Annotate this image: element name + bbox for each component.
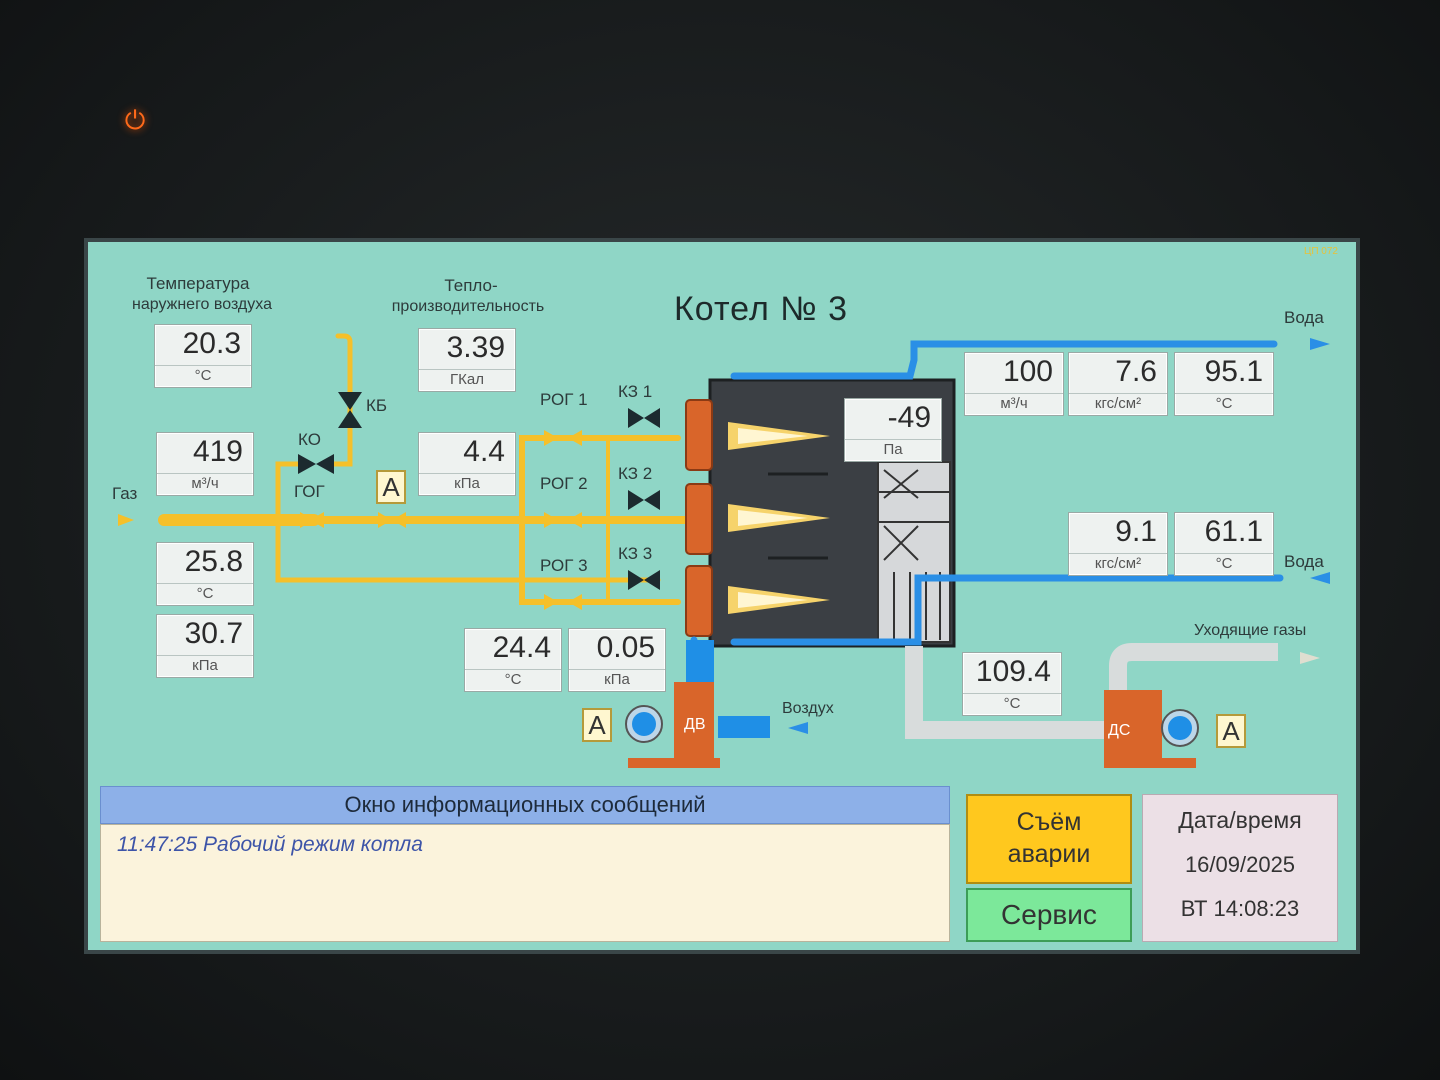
- valve-kb-label: КБ: [366, 396, 388, 415]
- water-out-temp-value: 95.1: [1204, 355, 1263, 388]
- water-in-pressure-unit: кгс/см²: [1069, 553, 1167, 574]
- fan-dv-auto-button[interactable]: A: [582, 708, 612, 742]
- water-flow-value: 100: [1002, 355, 1053, 388]
- water-out-pressure-unit: кгс/см²: [1069, 393, 1167, 414]
- message-item: 11:47:25 Рабочий режим котла: [117, 833, 423, 856]
- water-in-pressure-value: 9.1: [1115, 515, 1157, 548]
- water-out-pressure-value: 7.6: [1115, 355, 1157, 388]
- gas-pressure-unit: кПа: [157, 655, 253, 676]
- gas-temp-box: 25.8 °C: [156, 542, 254, 606]
- water-in-temp-box: 61.1 °C: [1174, 512, 1274, 576]
- rog2-label: РОГ 2: [540, 474, 588, 493]
- reset-alarm-button[interactable]: Съём аварии: [966, 794, 1132, 884]
- heat-output-value: 3.39: [446, 331, 505, 364]
- gas-temp-unit: °C: [157, 583, 253, 604]
- heat-output-unit: ГКал: [419, 369, 515, 390]
- reset-alarm-label-1: Съём: [1016, 808, 1082, 836]
- flue-gas-label: Уходящие газы: [1194, 622, 1307, 639]
- valve-ko-label: КО: [298, 430, 321, 449]
- air-label: Воздух: [782, 700, 834, 717]
- gas-pressure-value: 30.7: [184, 617, 243, 650]
- water-in-temp-value: 61.1: [1204, 515, 1263, 548]
- air-temp-unit: °C: [465, 669, 561, 690]
- datetime-time: ВТ 14:08:23: [1180, 896, 1300, 921]
- service-button[interactable]: Сервис: [966, 888, 1132, 942]
- water-in-pressure-box: 9.1 кгс/см²: [1068, 512, 1168, 576]
- furnace-pressure-value: -49: [887, 401, 931, 434]
- rog3-label: РОГ 3: [540, 556, 588, 575]
- flue-temp-box: 109.4 °C: [962, 652, 1062, 716]
- fan-dv-label: ДВ: [684, 716, 706, 733]
- page-title: Котел № 3: [674, 290, 849, 328]
- water-flow-unit: м³/ч: [965, 393, 1063, 414]
- flue-temp-unit: °C: [963, 693, 1061, 714]
- flue-temp-value: 109.4: [975, 655, 1051, 688]
- gog-auto-button[interactable]: A: [376, 470, 406, 504]
- outside-temp-unit: °C: [155, 365, 251, 386]
- water-out-pressure-box: 7.6 кгс/см²: [1068, 352, 1168, 416]
- gog-label: ГОГ: [294, 482, 325, 501]
- gas-temp-value: 25.8: [184, 545, 243, 578]
- rog1-label: РОГ 1: [540, 390, 588, 409]
- water-flow-box: 100 м³/ч: [964, 352, 1064, 416]
- heat-output-label-2: производительность: [391, 298, 545, 315]
- message-window-header: Окно информационных сообщений: [100, 786, 950, 824]
- flames: [728, 422, 830, 614]
- air-pressure-unit: кПа: [569, 669, 665, 690]
- air-temp-value: 24.4: [492, 631, 551, 664]
- datetime-panel: Дата/время 16/09/2025 ВТ 14:08:23: [1142, 794, 1338, 942]
- water-in-temp-unit: °C: [1175, 553, 1273, 574]
- gas-flow-value: 419: [192, 435, 243, 468]
- furnace-pressure-box: -49 Па: [844, 398, 942, 462]
- outside-temp-box: 20.3 °C: [154, 324, 252, 388]
- heat-output-box: 3.39 ГКал: [418, 328, 516, 392]
- kz3-label: КЗ 3: [618, 544, 653, 563]
- kz2-label: КЗ 2: [618, 464, 653, 483]
- gas-flow-unit: м³/ч: [157, 473, 253, 494]
- air-pressure-box: 0.05 кПа: [568, 628, 666, 692]
- water-out-temp-unit: °C: [1175, 393, 1273, 414]
- fan-dv: [625, 682, 720, 768]
- water-out-label: Вода: [1284, 308, 1324, 327]
- air-pressure-value: 0.05: [596, 631, 655, 664]
- datetime-header: Дата/время: [1178, 807, 1302, 833]
- furnace-pressure-unit: Па: [845, 439, 941, 460]
- water-out-temp-box: 95.1 °C: [1174, 352, 1274, 416]
- air-temp-box: 24.4 °C: [464, 628, 562, 692]
- burners: [685, 399, 713, 637]
- fan-ds: [1104, 690, 1199, 768]
- kz1-label: КЗ 1: [618, 382, 653, 401]
- water-in-label: Вода: [1284, 552, 1324, 571]
- hmi-screen: ЦП 072: [84, 238, 1360, 954]
- panel-code: ЦП 072: [1303, 246, 1338, 257]
- message-window[interactable]: 11:47:25 Рабочий режим котла: [100, 824, 950, 942]
- outside-temp-label-1: Температура: [146, 274, 250, 293]
- fan-ds-auto-button[interactable]: A: [1216, 714, 1246, 748]
- datetime-date: 16/09/2025: [1184, 852, 1296, 877]
- heat-output-label-1: Тепло-: [444, 276, 498, 295]
- valves: [298, 392, 660, 590]
- power-icon[interactable]: ⏻: [124, 105, 146, 135]
- reset-alarm-label-2: аварии: [1007, 840, 1091, 868]
- gas-flow-box: 419 м³/ч: [156, 432, 254, 496]
- outside-temp-value: 20.3: [182, 327, 241, 360]
- fan-ds-label: ДС: [1108, 722, 1131, 739]
- gas-pressure-box: 30.7 кПа: [156, 614, 254, 678]
- gas-pressure-after-box: 4.4 кПа: [418, 432, 516, 496]
- gas-arrows: [118, 430, 582, 610]
- outside-temp-label-2: наружнего воздуха: [132, 296, 272, 313]
- gas-pressure-after-unit: кПа: [419, 473, 515, 494]
- gas-label: Газ: [112, 484, 138, 503]
- gas-pressure-after-value: 4.4: [463, 435, 505, 468]
